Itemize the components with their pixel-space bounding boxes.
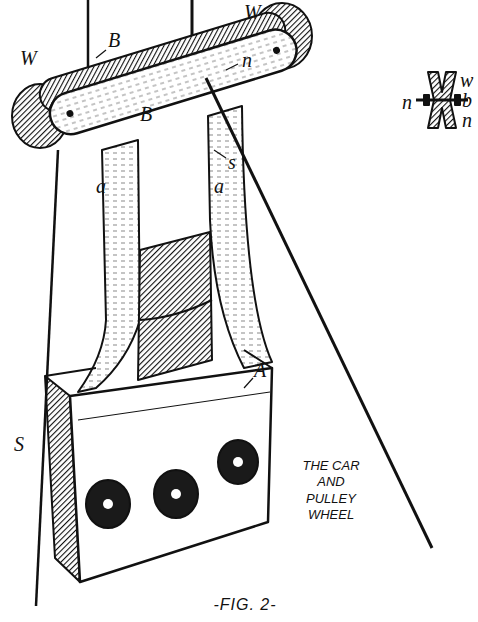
upright (78, 140, 140, 392)
front-board (45, 24, 302, 139)
upright-letter: a (214, 176, 224, 196)
board-letter: B (140, 104, 152, 124)
cable-letter: S (14, 434, 24, 454)
box-front (70, 368, 272, 582)
figure-caption: -FIG. 2- (213, 596, 276, 614)
figure-caption-text: THE CAR AND PULLEY WHEEL (296, 458, 366, 523)
hub-holes (86, 440, 258, 528)
nail-letter: n (242, 50, 252, 70)
box-interior (138, 232, 212, 380)
nail-letter: n (402, 92, 412, 112)
cable-letter: s (228, 152, 236, 172)
nail-letter: n (462, 110, 472, 130)
wheel-letter: W (244, 2, 261, 22)
bolt-letter: b (462, 90, 472, 110)
box-letter: A (254, 360, 266, 380)
board-letter: B (108, 30, 120, 50)
wheel-letter: W (20, 48, 37, 68)
cable (206, 78, 432, 548)
upright-letter: a (96, 176, 106, 196)
wheel-letter: w (460, 70, 473, 90)
cable (36, 150, 58, 606)
